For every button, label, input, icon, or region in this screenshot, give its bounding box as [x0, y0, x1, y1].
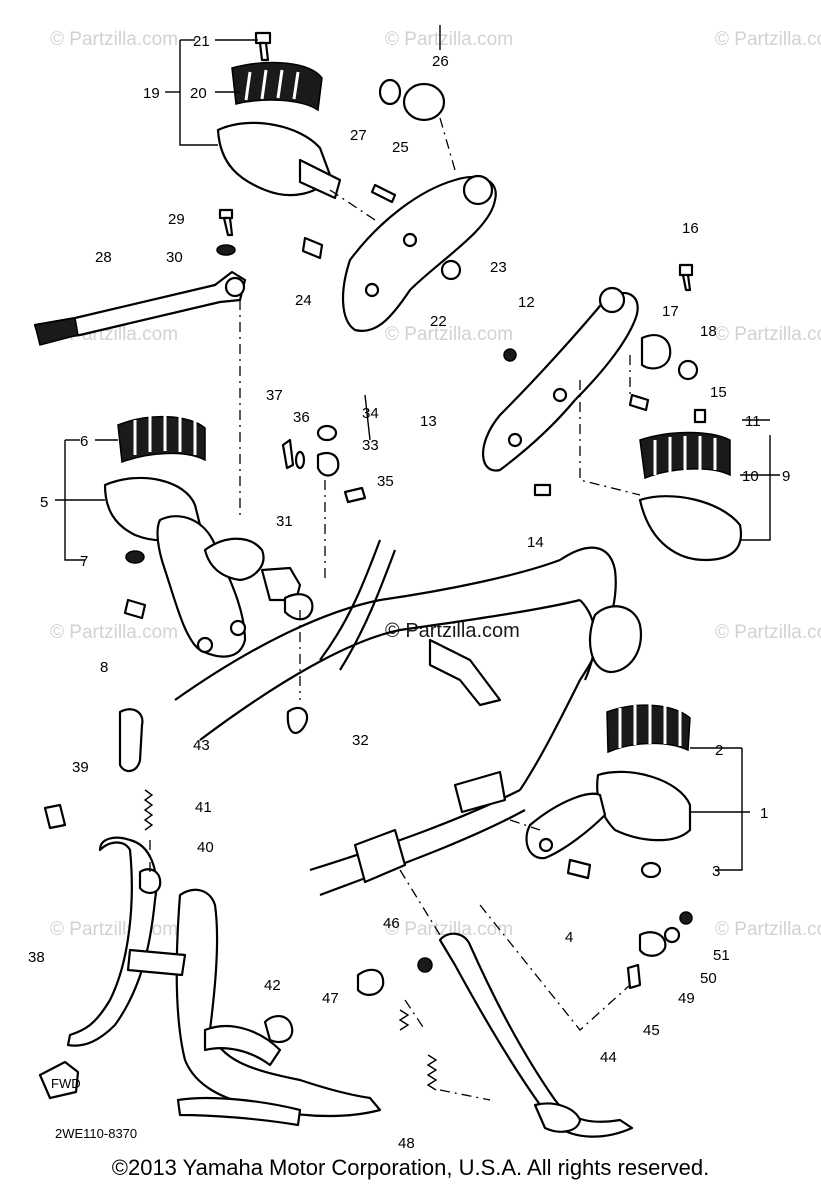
watermark: © Partzilla.com	[385, 324, 513, 345]
callout-12: 12	[518, 294, 535, 311]
callout-21: 21	[193, 33, 210, 50]
callout-45: 45	[643, 1022, 660, 1039]
callout-32: 32	[352, 732, 369, 749]
callout-39: 39	[72, 759, 89, 776]
callout-40: 40	[197, 839, 214, 856]
callout-13: 13	[420, 413, 437, 430]
watermark: © Partzilla.com	[715, 622, 821, 643]
callout-41: 41	[195, 799, 212, 816]
front-footrest-right	[525, 704, 692, 880]
main-stand: FWD	[38, 708, 382, 1127]
callout-51: 51	[713, 947, 730, 964]
copyright-footer: ©2013 Yamaha Motor Corporation, U.S.A. A…	[111, 1155, 710, 1180]
rear-footrest-right	[482, 263, 743, 562]
callout-27: 27	[350, 127, 367, 144]
callout-19: 19	[143, 85, 160, 102]
callout-33: 33	[362, 437, 379, 454]
leader-lines	[55, 25, 780, 1101]
fwd-arrow-label: FWD	[51, 1076, 81, 1091]
callout-1: 1	[760, 805, 768, 822]
callout-23: 23	[490, 259, 507, 276]
callout-35: 35	[377, 473, 394, 490]
side-stand	[356, 911, 693, 1138]
callout-22: 22	[430, 313, 447, 330]
callout-2: 2	[715, 742, 723, 759]
callout-30: 30	[166, 249, 183, 266]
callout-49: 49	[678, 990, 695, 1007]
callout-38: 38	[28, 949, 45, 966]
rear-footrest-left	[216, 31, 342, 200]
callout-34: 34	[362, 405, 379, 422]
callout-37: 37	[266, 387, 283, 404]
callout-43: 43	[193, 737, 210, 754]
small-parts-cluster	[281, 424, 367, 504]
callout-44: 44	[600, 1049, 617, 1066]
callout-17: 17	[662, 303, 679, 320]
frame-rails	[174, 539, 643, 897]
callout-25: 25	[392, 139, 409, 156]
watermark: © Partzilla.com	[385, 919, 513, 940]
callout-31: 31	[276, 513, 293, 530]
callout-16: 16	[682, 220, 699, 237]
watermark: © Partzilla.com	[715, 919, 821, 940]
watermark: © Partzilla.com	[50, 622, 178, 643]
callout-3: 3	[712, 863, 720, 880]
callout-24: 24	[295, 292, 312, 309]
callout-29: 29	[168, 211, 185, 228]
drawing-code: 2WE110-8370	[55, 1126, 137, 1141]
callout-50: 50	[700, 970, 717, 987]
callout-15: 15	[710, 384, 727, 401]
watermark: © Partzilla.com	[385, 29, 513, 50]
callout-4: 4	[565, 929, 573, 946]
callout-20: 20	[190, 85, 207, 102]
callout-26: 26	[432, 53, 449, 70]
rear-footrest-bracket	[301, 78, 497, 333]
callout-11: 11	[745, 413, 761, 430]
callout-48: 48	[398, 1135, 415, 1152]
callout-42: 42	[264, 977, 281, 994]
watermark: © Partzilla.com	[715, 29, 821, 50]
callout-labels: 1 2 3 4 5 6 7 8 9 10 11 12 13 14 15 16 1…	[28, 33, 790, 1152]
callout-14: 14	[527, 534, 544, 551]
watermark: © Partzilla.com	[50, 29, 178, 50]
watermark: © Partzilla.com	[50, 919, 178, 940]
brake-pedal	[33, 208, 247, 346]
callout-46: 46	[383, 915, 400, 932]
callout-28: 28	[95, 249, 112, 266]
callout-18: 18	[700, 323, 717, 340]
callout-7: 7	[80, 553, 88, 570]
callout-6: 6	[80, 433, 88, 450]
callout-5: 5	[40, 494, 48, 511]
callout-8: 8	[100, 659, 108, 676]
watermark: © Partzilla.com	[715, 324, 821, 345]
callout-47: 47	[322, 990, 339, 1007]
front-footrest-left	[103, 415, 314, 735]
callout-36: 36	[293, 409, 310, 426]
callout-10: 10	[742, 468, 759, 485]
callout-9: 9	[782, 468, 790, 485]
